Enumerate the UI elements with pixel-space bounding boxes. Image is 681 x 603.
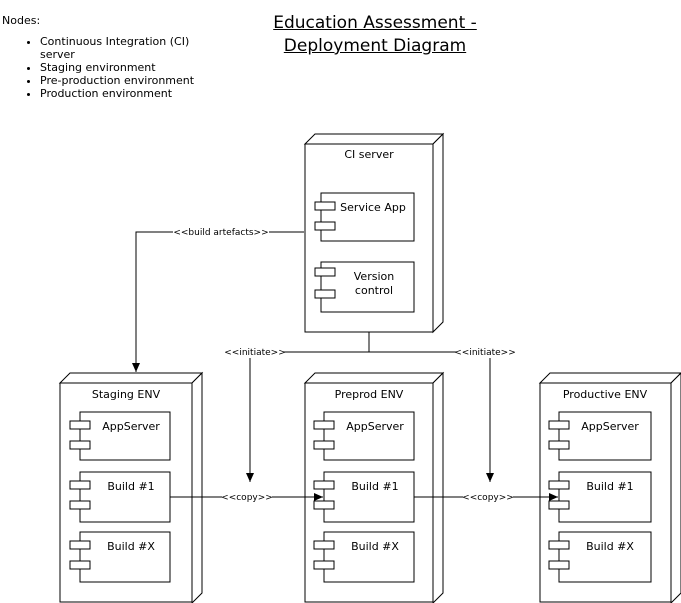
component-build-x[interactable]: Build #X [548, 531, 652, 583]
node-staging-title: Staging ENV [92, 388, 161, 401]
component-label: Build #X [107, 540, 155, 553]
notes-panel: Nodes: Continuous Integration (CI) serve… [2, 14, 217, 100]
diagram-title: Education Assessment - Deployment Diagra… [250, 12, 500, 58]
edge-copy-staging-preprod[interactable]: <<copy>> [170, 492, 323, 503]
component-appserver[interactable]: AppServer [69, 411, 171, 461]
edge-initiate[interactable]: <<initiate>> <<initiate>> [224, 332, 516, 482]
edge-label-initiate-left: <<initiate>> [224, 348, 285, 358]
component-build-1[interactable]: Build #1 [548, 471, 652, 523]
component-service-app[interactable]: Service App [314, 192, 415, 242]
diagram-title-line2: Deployment Diagram [283, 36, 467, 56]
component-build-x[interactable]: Build #X [313, 531, 415, 583]
component-label: AppServer [346, 420, 404, 433]
component-label: Build #1 [351, 480, 398, 493]
edge-label-initiate-right: <<initiate>> [454, 348, 515, 358]
notes-item: Continuous Integration (CI) server [40, 35, 217, 61]
notes-item: Production environment [40, 87, 217, 100]
node-productive-env[interactable]: Productive ENV AppServer Build #1 Build … [538, 372, 681, 603]
notes-list: Continuous Integration (CI) server Stagi… [2, 35, 217, 100]
edge-label-build-artefacts: <<build artefacts>> [173, 228, 268, 238]
node-productive-title: Productive ENV [563, 388, 648, 401]
component-label: Service App [340, 201, 406, 214]
notes-heading: Nodes: [2, 14, 41, 27]
diagram-title-line1: Education Assessment - [273, 13, 477, 33]
notes-item: Staging environment [40, 61, 217, 74]
component-build-1[interactable]: Build #1 [69, 471, 171, 523]
component-build-x[interactable]: Build #X [69, 531, 171, 583]
component-label: AppServer [102, 420, 160, 433]
edge-build-artefacts[interactable]: <<build artefacts>> [132, 227, 304, 372]
edge-copy-preprod-prod[interactable]: <<copy>> [414, 492, 558, 503]
edge-label-copy-right: <<copy>> [462, 493, 514, 503]
component-label: AppServer [581, 420, 639, 433]
node-ci-title: CI server [344, 148, 394, 161]
notes-item: Pre-production environment [40, 74, 217, 87]
component-build-1[interactable]: Build #1 [313, 471, 415, 523]
component-label: Build #X [351, 540, 399, 553]
component-label: Build #X [586, 540, 634, 553]
node-staging-env[interactable]: Staging ENV AppServer Build #1 Build #X [58, 371, 204, 603]
component-appserver[interactable]: AppServer [313, 411, 415, 461]
node-preprod-env[interactable]: Preprod ENV AppServer Build #1 Build #X [303, 371, 445, 603]
component-appserver[interactable]: AppServer [548, 411, 652, 461]
component-label: Build #1 [107, 480, 154, 493]
node-preprod-title: Preprod ENV [335, 388, 404, 401]
edge-label-copy-left: <<copy>> [221, 493, 273, 503]
component-label: Build #1 [586, 480, 633, 493]
